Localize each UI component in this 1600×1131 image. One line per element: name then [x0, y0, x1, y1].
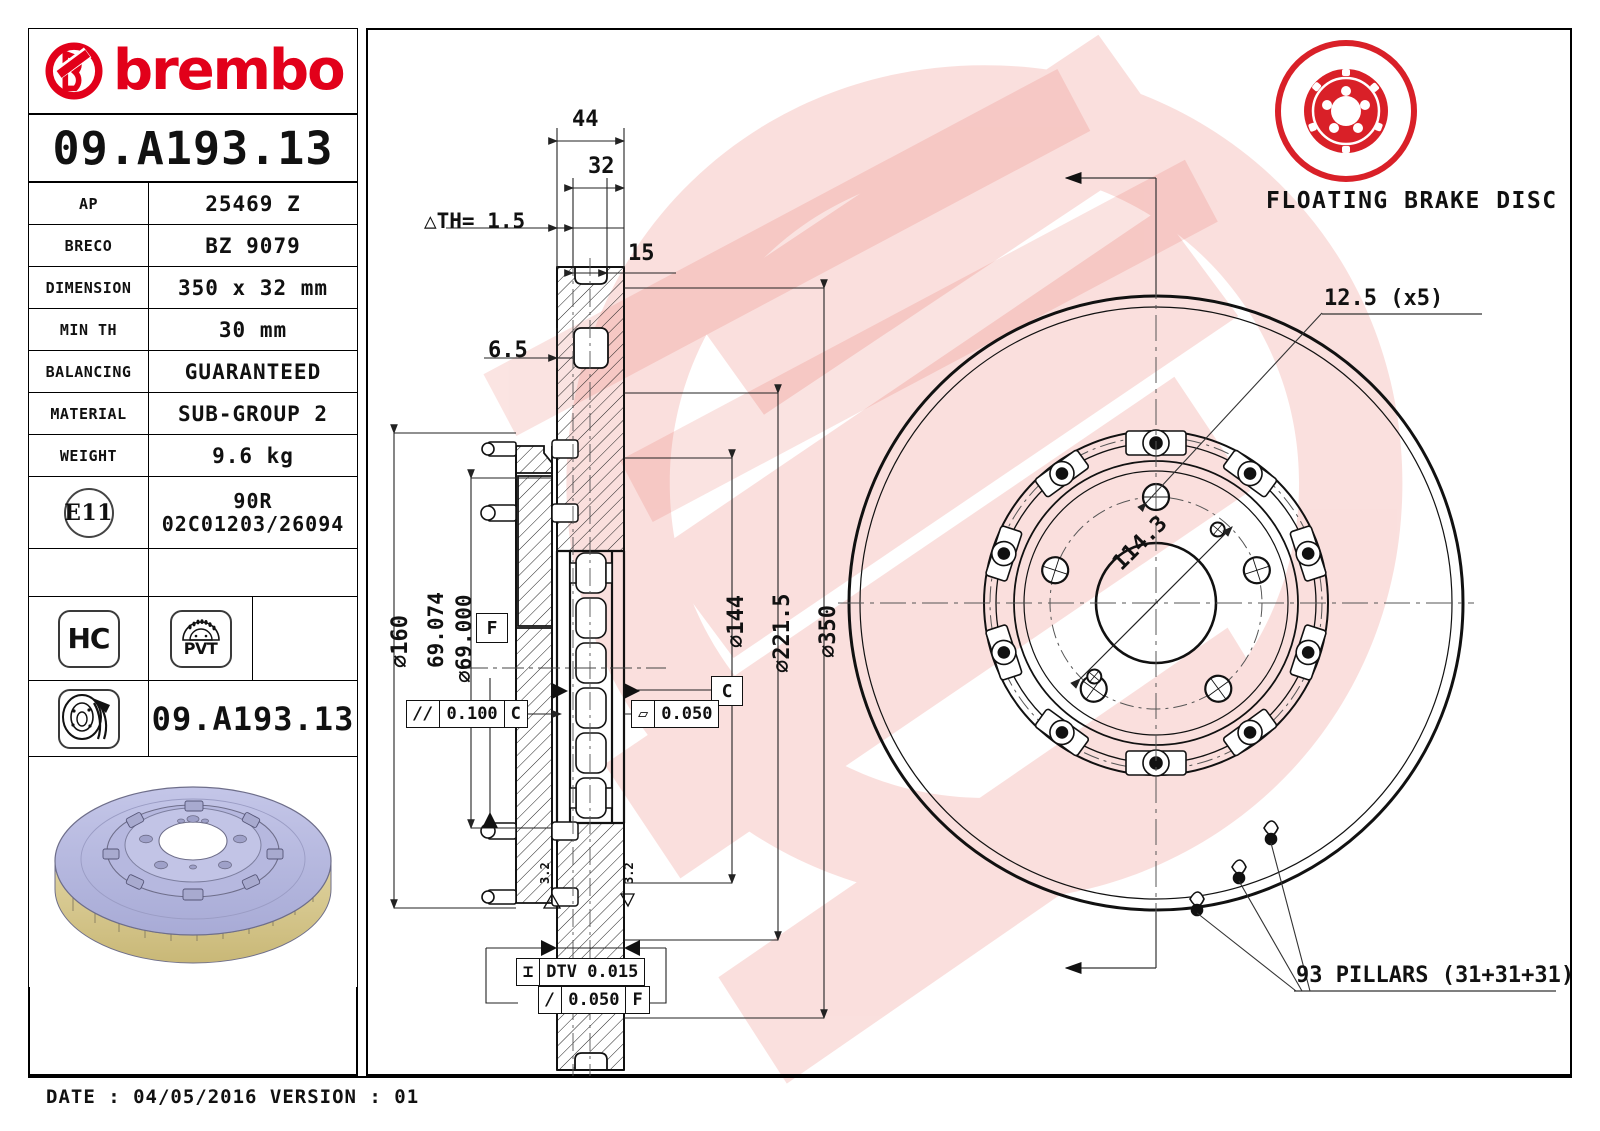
- footer-divider: [28, 1076, 1572, 1078]
- row-value: 350 x 32 mm: [177, 275, 329, 300]
- runout-datum: F: [632, 990, 643, 1010]
- pvt-disc-glyph-icon: [181, 619, 220, 641]
- row-value: SUB-GROUP 2: [177, 401, 329, 426]
- roughness-right-label: 3.2: [622, 862, 636, 884]
- parallelism-datum: C: [510, 704, 521, 724]
- row-label: BRECO: [29, 225, 149, 266]
- flatness-value: 0.050: [661, 704, 713, 724]
- table-row: MIN TH 30 mm: [29, 309, 357, 351]
- dia-69-000-label: ⌀69.000: [452, 594, 476, 683]
- brembo-wordmark: brembo: [113, 38, 346, 103]
- homologation-line1: 90R: [233, 488, 273, 513]
- e11-cell: E11: [29, 477, 149, 548]
- table-row: WEIGHT 9.6 kg: [29, 435, 357, 477]
- dia-350-label: ⌀350: [816, 605, 841, 658]
- runout-symbol: /: [539, 987, 563, 1013]
- pvt-cell: PVT: [149, 597, 253, 680]
- e11-badge: E11: [63, 487, 114, 538]
- pillars-callout-label: 93 PILLARS (31+31+31): [1296, 963, 1575, 988]
- dtv-symbol: ⌶: [517, 959, 541, 985]
- engineering-drawing: FLOATING BRAKE DISC 44 32 △TH= 1.5 15 6.…: [366, 28, 1575, 1076]
- row-label: AP: [29, 183, 149, 224]
- icons-empty-cell: [253, 597, 357, 680]
- dtv-frame: ⌶ DTV 0.015: [516, 958, 646, 986]
- floating-brake-disc-icon: [1275, 40, 1417, 182]
- part-code-bottom-row: 09.A193.13: [29, 681, 357, 757]
- part-code-bottom: 09.A193.13: [151, 699, 355, 738]
- row-label: MIN TH: [29, 309, 149, 350]
- hc-icon: HC: [57, 609, 120, 668]
- parallelism-frame: // 0.100 C: [406, 700, 528, 728]
- parallelism-value: 0.100: [440, 701, 505, 727]
- runout-frame: / 0.050 F: [538, 986, 650, 1014]
- blank-row: [29, 549, 357, 597]
- footer-date-version: DATE : 04/05/2016 VERSION : 01: [46, 1086, 420, 1108]
- dim-32-label: 32: [588, 154, 615, 179]
- flatness-symbol: ▱: [632, 701, 656, 727]
- th-tolerance-label: △TH= 1.5: [424, 209, 526, 233]
- table-row: AP 25469 Z: [29, 183, 357, 225]
- part-code: 09.A193.13: [52, 121, 334, 175]
- homologation-line2: 02C01203/26094: [161, 511, 345, 536]
- brake-disc-icon: [57, 688, 120, 749]
- table-row: DIMENSION 350 x 32 mm: [29, 267, 357, 309]
- dia-69-074-label: 69.074: [424, 592, 448, 668]
- runout-value: 0.050: [562, 987, 627, 1013]
- dia-160-label: ⌀160: [388, 615, 413, 668]
- product-photo: [54, 786, 332, 964]
- parallelism-symbol: //: [407, 701, 441, 727]
- pvt-label: PVT: [183, 639, 218, 658]
- product-photo-row: [29, 757, 357, 987]
- drawing-panel-frame: [366, 28, 1572, 1076]
- row-value: 25469 Z: [205, 191, 301, 216]
- row-value: 30 mm: [218, 317, 288, 342]
- homologation-value-cell: 90R 02C01203/26094: [149, 477, 357, 548]
- brembo-b-mark-icon: [45, 42, 103, 100]
- roughness-left-label: 3.2: [538, 862, 552, 884]
- row-label: DIMENSION: [29, 267, 149, 308]
- dim-6-5-label: 6.5: [488, 338, 528, 363]
- brand-logo-row: brembo: [29, 29, 357, 115]
- homologation-row: E11 90R 02C01203/26094: [29, 477, 357, 549]
- row-value: GUARANTEED: [184, 359, 322, 384]
- brake-disc-glyph-icon: [61, 693, 110, 740]
- row-value: 9.6 kg: [212, 443, 294, 468]
- row-value: BZ 9079: [205, 233, 301, 258]
- row-label: WEIGHT: [29, 435, 149, 476]
- feature-icons-row: HC PVT: [29, 597, 357, 681]
- dia-144-label: ⌀144: [724, 595, 749, 648]
- dia-221-5-label: ⌀221.5: [770, 593, 795, 673]
- drawing-vectors: [390, 128, 1556, 1076]
- table-row: BALANCING GUARANTEED: [29, 351, 357, 393]
- hole-dia-callout-label: 12.5 (x5): [1324, 286, 1444, 311]
- pvt-icon: PVT: [169, 609, 232, 668]
- table-row: MATERIAL SUB-GROUP 2: [29, 393, 357, 435]
- dim-44-label: 44: [572, 107, 599, 132]
- floating-brake-disc-title: FLOATING BRAKE DISC: [1266, 188, 1558, 214]
- part-code-row: 09.A193.13: [29, 115, 357, 183]
- hc-cell: HC: [29, 597, 149, 680]
- row-label: BALANCING: [29, 351, 149, 392]
- row-label: MATERIAL: [29, 393, 149, 434]
- disc-icon-cell: [29, 681, 149, 756]
- dtv-value: DTV 0.015: [546, 962, 639, 982]
- spec-table: brembo 09.A193.13 AP 25469 Z BRECO BZ 90…: [29, 29, 357, 987]
- datum-f-box: F: [476, 613, 508, 643]
- flatness-frame: ▱ 0.050: [631, 700, 720, 728]
- table-row: BRECO BZ 9079: [29, 225, 357, 267]
- dim-15-label: 15: [628, 241, 655, 266]
